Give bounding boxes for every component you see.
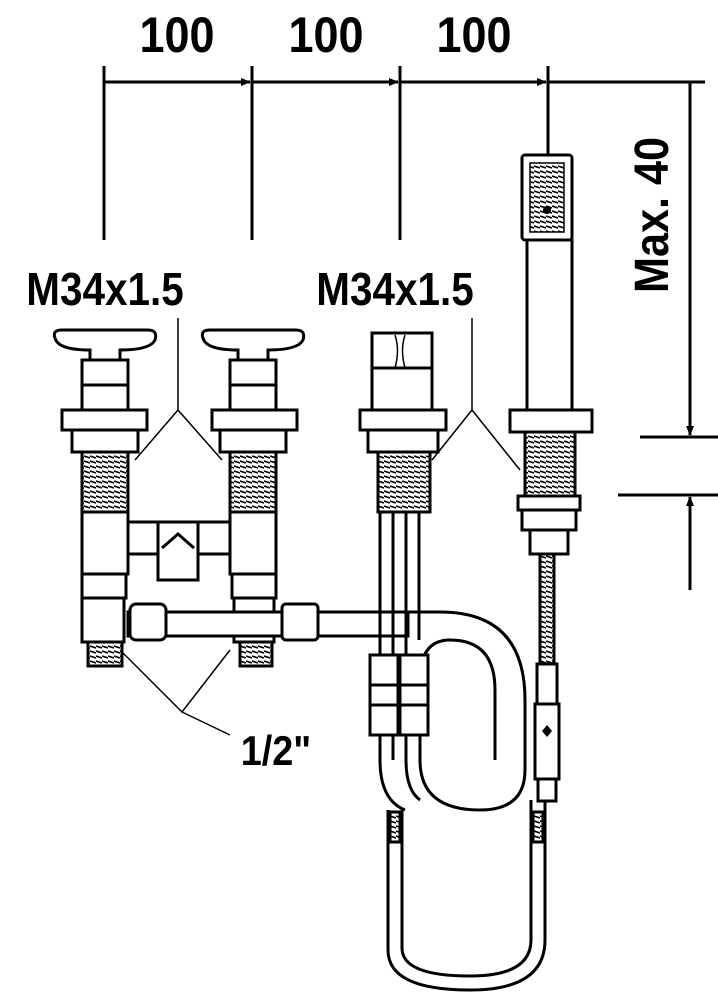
left-valve (52, 328, 158, 668)
right-valve (200, 328, 306, 668)
dimension-label-1: 100 (139, 8, 214, 64)
max-height-label: Max. 40 (625, 137, 679, 293)
dimension-lines (102, 66, 718, 736)
dimension-label-3: 100 (436, 8, 511, 64)
dimension-label-2: 100 (288, 8, 363, 64)
crossover-connector (126, 520, 410, 642)
diverter (358, 331, 448, 514)
thread-label-right: M34x1.5 (316, 265, 473, 316)
thread-label-left: M34x1.5 (26, 265, 183, 316)
connection-label: 1/2" (241, 728, 311, 774)
hoses (368, 512, 547, 992)
hand-shower (508, 153, 594, 803)
